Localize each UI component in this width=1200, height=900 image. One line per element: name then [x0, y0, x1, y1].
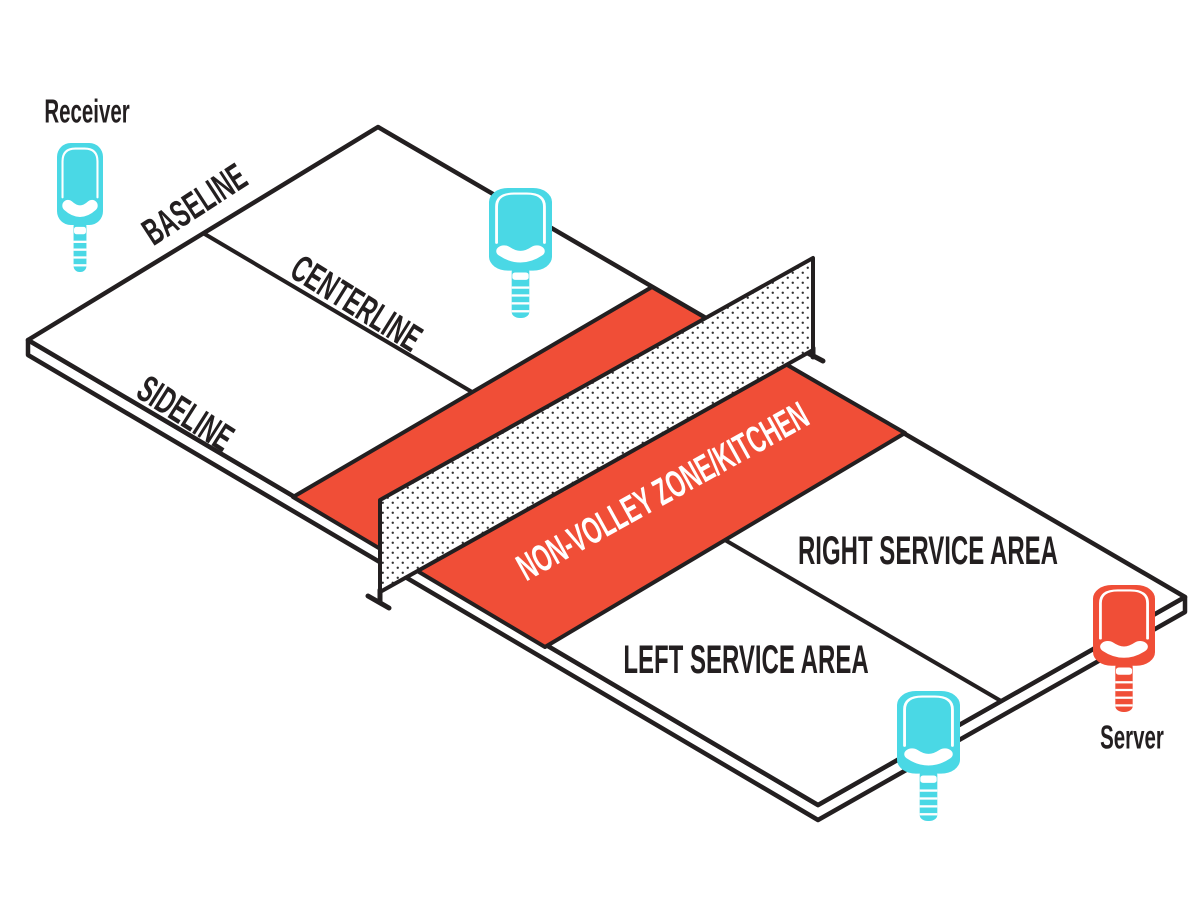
- right-service-area-label: RIGHT SERVICE AREA: [797, 529, 1059, 573]
- server-centerline: [723, 538, 1003, 703]
- net: [378, 256, 815, 594]
- receiver-paddle-icon: [57, 143, 103, 272]
- receiver-centerline: [201, 231, 474, 394]
- net-post-left-foot: [365, 593, 392, 611]
- receiver-label: Receiver: [44, 92, 130, 130]
- server-paddle-icon: [1093, 585, 1155, 712]
- left-service-area-label: LEFT SERVICE AREA: [623, 638, 869, 682]
- server-label: Server: [1100, 718, 1164, 756]
- near-court-paddle-icon: [897, 691, 960, 821]
